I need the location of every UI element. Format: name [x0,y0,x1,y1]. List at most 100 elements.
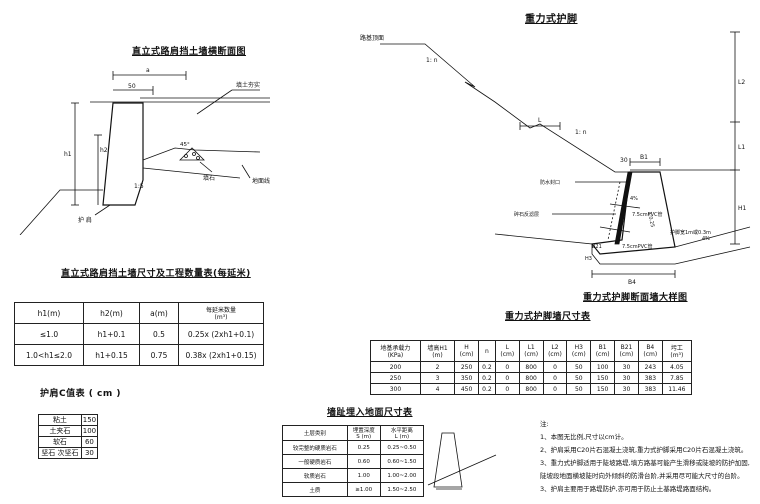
table-cell: 较完整的硬质岩石 [282,440,348,455]
grav-header-cell: L1(cm) [518,340,544,362]
table-cell: 坚石 次坚石 [38,447,82,459]
grav-header-label: H [464,344,469,351]
grav-header-label: L1 [527,344,535,351]
table-row: 1.0<h1≤2.0 h1+0.15 0.75 0.38x (2xh1+0.15… [14,344,264,366]
pvc-label-2: 7.5cmPVC管 [622,243,653,250]
embed-header-unit: L (m) [394,434,410,440]
dim-L: L [538,117,542,124]
table-cell: 50 [566,383,592,395]
table-cell: 30 [80,447,99,459]
dim-H1: H1 [738,205,747,212]
embed-header-cell: 土层类别 [282,425,348,441]
fill-label: 填土夯实 [236,81,260,89]
table-cell: 0.2 [477,361,496,373]
table-cell: 3 [419,372,456,384]
table-cell: 350 [454,372,479,384]
table-cell: 2 [419,361,456,373]
table-cell: h1+0.1 [83,323,140,345]
table-cell: 0.25 [346,440,381,455]
table-cell: 243 [637,361,663,373]
notes-block: 注: 1、本图无比例,尺寸以cm计。 2、护肩采用C20片石混凝土浇筑,重力式护… [540,418,750,496]
grav-header-unit: (cm) [459,351,474,358]
guard-label: 护 肩 [78,216,92,224]
grav-header-label: 地基承载力 [380,345,411,352]
width-label: 护脚宽1m或0.3m [670,229,711,236]
grav-header-cell: L2(cm) [542,340,568,362]
table-cell: 0.60~1.50 [379,454,425,469]
dim-h2: h2 [100,147,108,154]
table-cell: 0.2 [477,383,496,395]
table-cell: 450 [454,383,479,395]
table-cell: 0.38x (2xh1+0.15) [178,344,264,366]
table-cell: 土质 [282,482,348,497]
h1-header-h1: h1(m) [14,302,84,324]
table-cell: 300 [370,383,421,395]
table-cell: 11.46 [661,383,693,395]
table-cell: 土夹石 [38,425,82,437]
grav-header-cell: n [477,340,496,362]
table-cell: 250 [370,372,421,384]
table-cell: 60 [80,436,99,448]
grav-header-unit: (cm) [571,351,586,358]
slope-1n-upper: 1: n [426,57,438,64]
table-cell: 30 [614,383,639,395]
grav-header-label: L [505,344,509,351]
embed-header-unit: S (m) [356,434,372,440]
note-item: 2、护肩采用C20片石混凝土浇筑,重力式护脚采用C20片石混凝土浇筑。 [540,446,748,454]
table-cell: 0.25x (2xh1+0.1) [178,323,264,345]
note-item: 陡坡段地面横坡陡时向外倾斜的防滑台阶,并采用尽可能大尺寸的台阶。 [540,472,744,480]
dim-30: 30 [620,157,628,164]
dim-L1: L1 [738,144,745,151]
grav-header-label: B4 [646,344,655,351]
dim-B4: B4 [628,279,636,286]
slope-label: 1:5 [134,183,144,190]
grav-header-unit: (KPa) [387,352,404,359]
embed-table-title: 墙趾埋入地面尺寸表 [327,408,413,418]
table-cell: 0.75 [139,344,179,366]
table-cell: 软石 [38,436,82,448]
table-cell: 0 [542,383,568,395]
note-item: 3、重力式护脚适用于陡坡路堤,填方路基可能产生滑移或陡坡的防护加固, [540,459,750,467]
table-cell: 800 [518,372,544,384]
table-cell: 1.00 [346,468,381,483]
table-cell: 一般硬质岩石 [282,454,348,469]
dim-B21: B21 [592,244,602,250]
ground-line-label: 地面线 [252,177,270,185]
dim-50: 50 [128,83,136,90]
angle-label: 45° [180,142,190,148]
table-cell: 7.85 [661,372,693,384]
table-cell: 50 [566,361,592,373]
embed-header-label: 埋置深度 [352,428,375,434]
table-cell: 1.50~2.50 [379,482,425,497]
table-cell: ≤1.0 [14,323,84,345]
ratio-label: 1:0.25 [646,211,655,228]
table-cell: 50 [566,372,592,384]
table-cell: 0 [494,383,520,395]
gravity-title: 重力式护脚 [525,14,578,25]
grav-header-cell: H(cm) [454,340,479,362]
grav-header-cell: B4(cm) [637,340,663,362]
grav-header-cell: B21(cm) [614,340,639,362]
grav-header-label: n [485,347,489,355]
grav-header-label: B21 [620,344,633,351]
grav-header-unit: (cm) [595,351,610,358]
table-cell: 30 [614,361,639,373]
gravity-toe-drawing: 路基顶面 1: n 1: n L 30 B1 L2 L1 H1 防水封口 碎石反… [360,31,751,286]
table-cell: 4.05 [661,361,693,373]
embed-sketch [427,432,497,490]
pvc-label-1: 7.5cmPVC管 [632,211,663,218]
h1-table: h1(m) h2(m) a(m) 每延米数量 (m³) ≤1.0 h1+0.1 … [14,302,264,366]
grav-header-label: 圬工 [670,345,683,352]
table-cell: h1+0.15 [83,344,140,366]
